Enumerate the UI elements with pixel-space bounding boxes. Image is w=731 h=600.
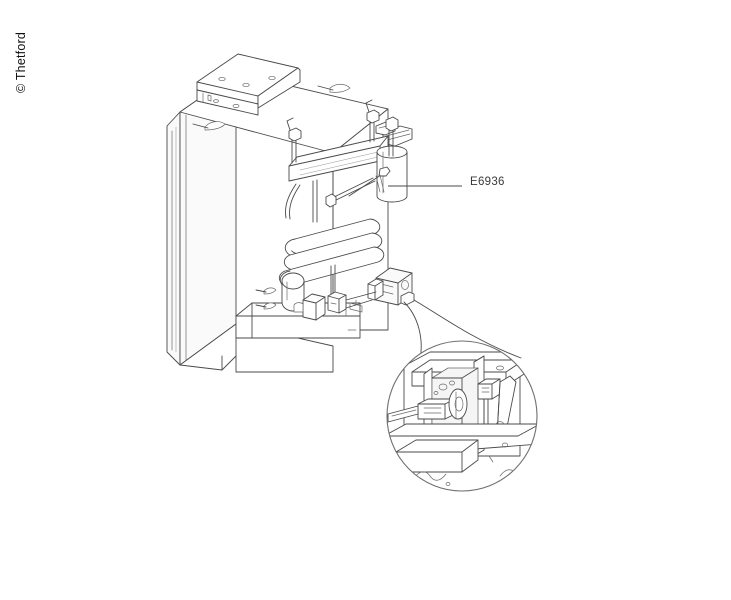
top-clip-hooks <box>192 83 351 131</box>
burner-housing-source <box>345 267 415 309</box>
copyright-notice: © Thetford <box>14 32 28 94</box>
gas-burner-box <box>293 291 363 321</box>
top-mounting-bracket <box>196 53 301 116</box>
part-label-e6936: E6936 <box>470 176 505 188</box>
igniter-electrode <box>325 166 391 208</box>
burner-igniter-detail-view <box>386 340 538 492</box>
condenser-tube-assembly <box>286 99 389 182</box>
boiler-flue-cylinder <box>376 116 408 203</box>
